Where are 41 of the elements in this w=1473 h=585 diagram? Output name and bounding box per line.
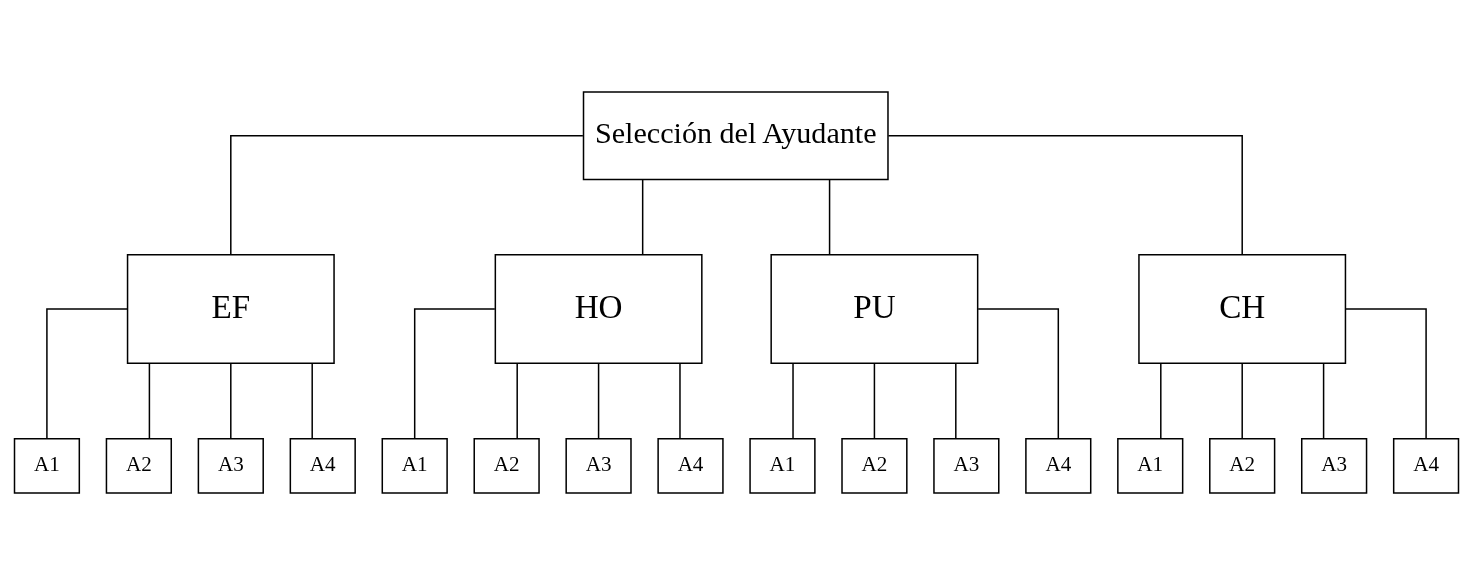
connector [311,362,313,440]
connector [413,308,496,440]
node-box: A2 [841,437,908,494]
node-box: A2 [105,437,172,494]
connector [1345,308,1427,440]
connector [1160,362,1162,440]
connector [516,362,518,440]
connector [1322,362,1325,440]
connector [230,362,232,440]
connector [873,362,876,440]
node-box: HO [494,254,703,365]
connector [46,308,128,440]
node-box: A1 [13,437,81,494]
node-box: PU [770,254,979,365]
connector [1241,362,1243,440]
node-box: CH [1138,254,1347,365]
node-box: Selección del Ayudante [582,91,889,181]
node-box: A1 [381,437,448,494]
node-box: A2 [473,437,540,494]
node-box: A4 [1392,437,1460,494]
connector [230,135,584,256]
node-box: A1 [749,437,816,494]
connector [641,178,644,256]
node-box: A3 [197,437,264,494]
node-box: A1 [1117,437,1184,494]
connector [955,362,957,440]
node-box: EF [126,254,335,365]
node-box: A4 [1025,437,1092,494]
connector [887,135,1243,256]
node-box: A3 [1301,437,1368,494]
connector [148,362,151,440]
connector [792,362,794,440]
connector [977,308,1060,440]
node-box: A4 [289,437,356,494]
connector [828,178,831,256]
connector [597,362,600,440]
node-box: A3 [933,437,1000,494]
node-box: A4 [657,437,724,494]
connector [679,362,681,440]
node-box: A3 [565,437,632,494]
node-box: A2 [1209,437,1276,494]
